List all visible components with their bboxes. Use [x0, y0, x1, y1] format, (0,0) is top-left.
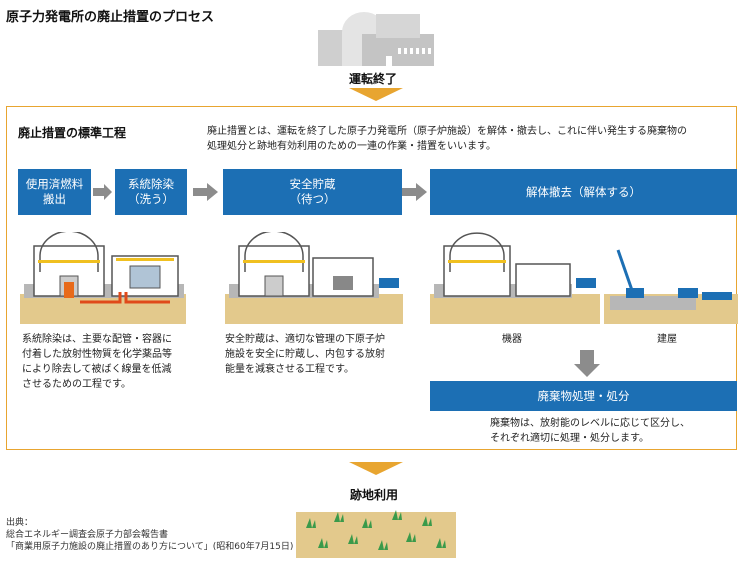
arrow-right-3 — [402, 183, 427, 201]
safe-storage-note-line: 施設を安全に貯蔵し、内包する放射 — [225, 349, 385, 360]
step-safe-storage-line2: （待つ） — [289, 192, 336, 206]
standard-process-heading: 廃止措置の標準工程 — [18, 126, 127, 140]
equipment-dismantle-illustration — [430, 232, 600, 324]
power-plant-illustration — [318, 12, 434, 66]
step-decontamination-line2: （洗う） — [128, 192, 174, 206]
source-citation: 出典： 総合エネルギー調査会原子力部会報告書 「商業用原子力施設の廃止措置のあり… — [6, 517, 293, 553]
process-frame — [6, 106, 737, 450]
waste-note-line: 廃棄物は、放射能のレベルに応じて区分し、 — [490, 418, 690, 429]
step-fuel-removal-line2: 搬出 — [43, 192, 66, 206]
equipment-label: 機器 — [502, 334, 522, 345]
safe-storage-illustration — [225, 232, 403, 324]
building-label: 建屋 — [657, 334, 677, 345]
safe-storage-note-line: 安全貯蔵は、適切な管理の下原子炉 — [225, 334, 385, 345]
source-line: 総合エネルギー調査会原子力部会報告書 — [6, 530, 169, 540]
step-dismantling-line1: 解体撤去（解体する） — [526, 184, 641, 199]
waste-treatment-box: 廃棄物処理・処分 — [430, 381, 737, 411]
grass-field-illustration — [296, 510, 456, 558]
decontamination-note-line: 系統除染は、主要な配管・容器に — [22, 334, 172, 345]
definition-text: 廃止措置とは、運転を終了した原子力発電所（原子炉施設）を解体・撤去し、これに伴い… — [207, 124, 727, 154]
decontamination-note: 系統除染は、主要な配管・容器に 付着した放射性物質を化学薬品等 により除去して被… — [22, 332, 172, 392]
safe-storage-note: 安全貯蔵は、適切な管理の下原子炉 施設を安全に貯蔵し、内包する放射 能量を減衰さ… — [225, 332, 385, 377]
definition-line-2: 処理処分と跡地有効利用のための一連の作業・措置をいいます。 — [207, 141, 496, 152]
source-line: 「商業用原子力施設の廃止措置のあり方について」(昭和60年7月15日) — [6, 542, 294, 552]
step-decontamination-line1: 系統除染 — [128, 177, 174, 191]
source-line: 出典： — [6, 518, 34, 528]
decontamination-illustration — [20, 232, 186, 324]
arrow-right-2 — [193, 183, 218, 201]
waste-note-line: それぞれ適切に処理・処分します。 — [490, 433, 649, 444]
waste-note: 廃棄物は、放射能のレベルに応じて区分し、 それぞれ適切に処理・処分します。 — [490, 416, 690, 446]
step-fuel-removal-line1: 使用済燃料 — [25, 177, 84, 191]
step-fuel-removal: 使用済燃料搬出 — [18, 169, 91, 215]
step-safe-storage-line1: 安全貯蔵 — [289, 177, 336, 191]
step-decontamination: 系統除染（洗う） — [115, 169, 187, 215]
arrow-right-1 — [93, 184, 112, 200]
definition-line-1: 廃止措置とは、運転を終了した原子力発電所（原子炉施設）を解体・撤去し、これに伴い… — [207, 126, 687, 137]
decontamination-note-line: 付着した放射性物質を化学薬品等 — [22, 349, 172, 360]
building-dismantle-illustration — [604, 249, 738, 324]
down-arrow-bottom — [349, 462, 403, 475]
arrow-down-waste — [574, 350, 600, 377]
operation-end-label: 運転終了 — [349, 72, 398, 86]
site-reuse-label: 跡地利用 — [350, 488, 399, 502]
decontamination-note-line: により除去して被ばく線量を低減 — [22, 364, 172, 375]
step-safe-storage: 安全貯蔵（待つ） — [223, 169, 402, 215]
step-dismantling: 解体撤去（解体する） — [430, 169, 737, 215]
page-title: 原子力発電所の廃止措置のプロセス — [6, 10, 215, 25]
safe-storage-note-line: 能量を減衰させる工程です。 — [225, 364, 354, 375]
decontamination-note-line: させるための工程です。 — [22, 379, 131, 390]
down-arrow-top — [349, 88, 403, 101]
